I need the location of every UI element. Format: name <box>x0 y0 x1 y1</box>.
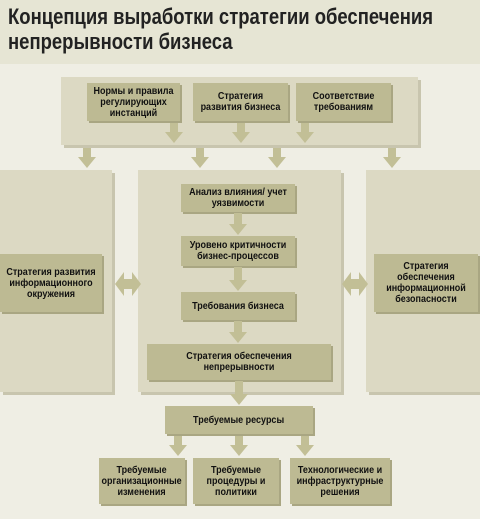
business-requirements-box: Требования бизнеса <box>181 292 295 320</box>
impact-analysis-box: Анализ влияния/ учет уязвимости <box>181 184 295 212</box>
title-band <box>0 0 480 64</box>
diagram-title-line-2: непрерывности бизнеса <box>8 29 233 54</box>
arrow-down-icon <box>165 123 183 143</box>
org-changes-box: Требуемые организационные изменения <box>99 458 185 504</box>
regulations-box: Нормы и правила регулирующих инстанций <box>87 83 180 121</box>
continuity-strategy-box: Стратегия обеспечения непрерывности <box>147 344 331 380</box>
diagram-title-line-1: Концепция выработки стратегии обеспечени… <box>8 4 434 29</box>
arrow-down-icon <box>78 148 96 168</box>
arrow-down-icon <box>229 321 247 343</box>
arrow-down-icon <box>230 436 248 456</box>
double-arrow-icon <box>115 269 141 299</box>
arrow-down-icon <box>296 436 314 456</box>
arrow-down-icon <box>268 148 286 168</box>
double-arrow-icon <box>342 269 368 299</box>
arrow-down-icon <box>229 213 247 235</box>
arrow-down-icon <box>230 381 248 405</box>
procedures-box: Требуемые процедуры и политики <box>193 458 279 504</box>
arrow-down-icon <box>296 123 314 143</box>
arrow-down-icon <box>169 436 187 456</box>
resources-box: Требуемые ресурсы <box>165 406 313 434</box>
compliance-box: Соответствие требованиям <box>296 83 391 121</box>
criticality-box: Уровено критичности бизнес-процессов <box>181 236 295 266</box>
business-strategy-box: Стратегия развития бизнеса <box>193 83 288 121</box>
arrow-down-icon <box>232 123 250 143</box>
tech-solutions-box: Технологические и инфраструктурные решен… <box>290 458 390 504</box>
arrow-down-icon <box>383 148 401 168</box>
information-security-strategy-box: Стратегия обеспечения информационной без… <box>374 254 478 312</box>
arrow-down-icon <box>229 267 247 291</box>
arrow-down-icon <box>191 148 209 168</box>
it-environment-strategy-box: Стратегия развития информационного окруж… <box>0 254 102 312</box>
